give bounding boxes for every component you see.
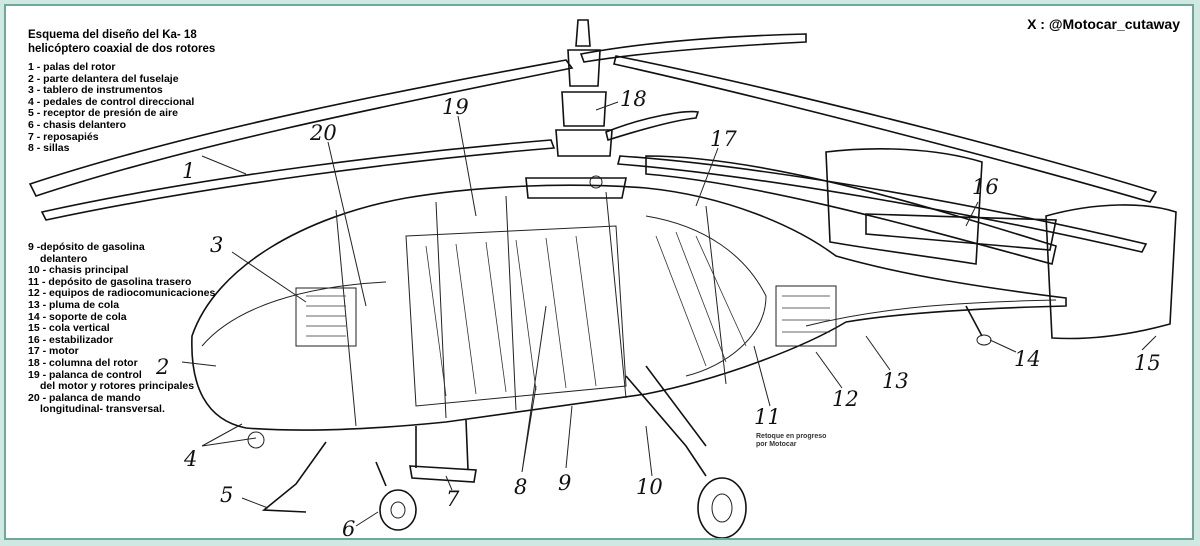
callout-10: 10 (636, 475, 663, 499)
legend-item: 10 - chasis principal (28, 264, 129, 277)
landing-gear (247, 365, 747, 538)
callout-19: 19 (442, 95, 469, 119)
legend-item: 11 - depósito de gasolina trasero (28, 275, 192, 288)
legend-item: 2 - parte delantera del fuselaje (28, 72, 179, 85)
callout-1: 1 (182, 159, 195, 183)
legend-item: 5 - receptor de presión de aire (28, 107, 178, 120)
legend-item: 16 - estabilizador (28, 333, 114, 346)
callout-5: 5 (220, 483, 233, 507)
legend-item: 12 - equipos de radiocomunicaciones (28, 287, 216, 300)
legend-item: 14 - soporte de cola (28, 310, 127, 323)
legend-item: 3 - tablero de instrumentos (28, 84, 163, 97)
legend-top: Esquema del diseño del Ka- 18 helicópter… (28, 28, 215, 155)
legend-item: 1 - palas del rotor (28, 61, 116, 73)
callout-9: 9 (558, 471, 571, 495)
callout-16: 16 (972, 175, 999, 199)
callout-14: 14 (1014, 347, 1041, 371)
rotor-blades (28, 33, 1158, 253)
callout-leaders (181, 101, 1157, 527)
rotor-column (525, 19, 627, 199)
callout-11: 11 (754, 405, 781, 429)
callout-3: 3 (210, 233, 223, 257)
callout-4: 4 (183, 447, 197, 471)
callout-2: 2 (155, 355, 169, 379)
callout-12: 12 (832, 387, 859, 411)
legend-item: 13 - pluma de cola (28, 298, 120, 311)
legend-item: 8 - sillas (28, 142, 70, 155)
callout-18: 18 (620, 87, 647, 111)
tail-boom (645, 148, 1177, 346)
callout-13: 13 (882, 369, 909, 393)
callout-numbers: 1 2 3 4 5 6 7 8 9 10 11 12 13 14 15 16 1… (155, 87, 1161, 540)
legend-item: 18 - columna del rotor (28, 356, 138, 369)
retouch-note: Retoque en progreso por Motocar (756, 433, 827, 448)
callout-20: 20 (309, 121, 337, 145)
helicopter-cutaway-drawing: 1 2 3 4 5 6 7 8 9 10 11 12 13 14 15 16 1… (28, 19, 1177, 540)
callout-7: 7 (446, 487, 460, 511)
callout-6: 6 (342, 517, 355, 540)
legend-item: 6 - chasis delantero (28, 118, 127, 131)
diagram-title-line-1: Esquema del diseño del Ka- 18 (28, 29, 197, 41)
image-frame: 1 2 3 4 5 6 7 8 9 10 11 12 13 14 15 16 1… (4, 4, 1194, 540)
legend-item: 17 - motor (28, 345, 79, 358)
legend-item: 7 - reposapiés (28, 130, 99, 143)
diagram-title-line-2: helicóptero coaxial de dos rotores (28, 43, 216, 55)
legend-list-a: 1 - palas del rotor 2 - parte delantera … (28, 61, 215, 155)
callout-15: 15 (1134, 351, 1161, 375)
legend-item: 4 - pedales de control direccional (28, 95, 195, 108)
fuselage (191, 184, 1067, 431)
callout-8: 8 (514, 475, 527, 499)
callout-17: 17 (710, 127, 737, 151)
legend-item: 15 - cola vertical (28, 322, 110, 335)
author-handle: X : @Motocar_cutaway (1027, 16, 1180, 32)
